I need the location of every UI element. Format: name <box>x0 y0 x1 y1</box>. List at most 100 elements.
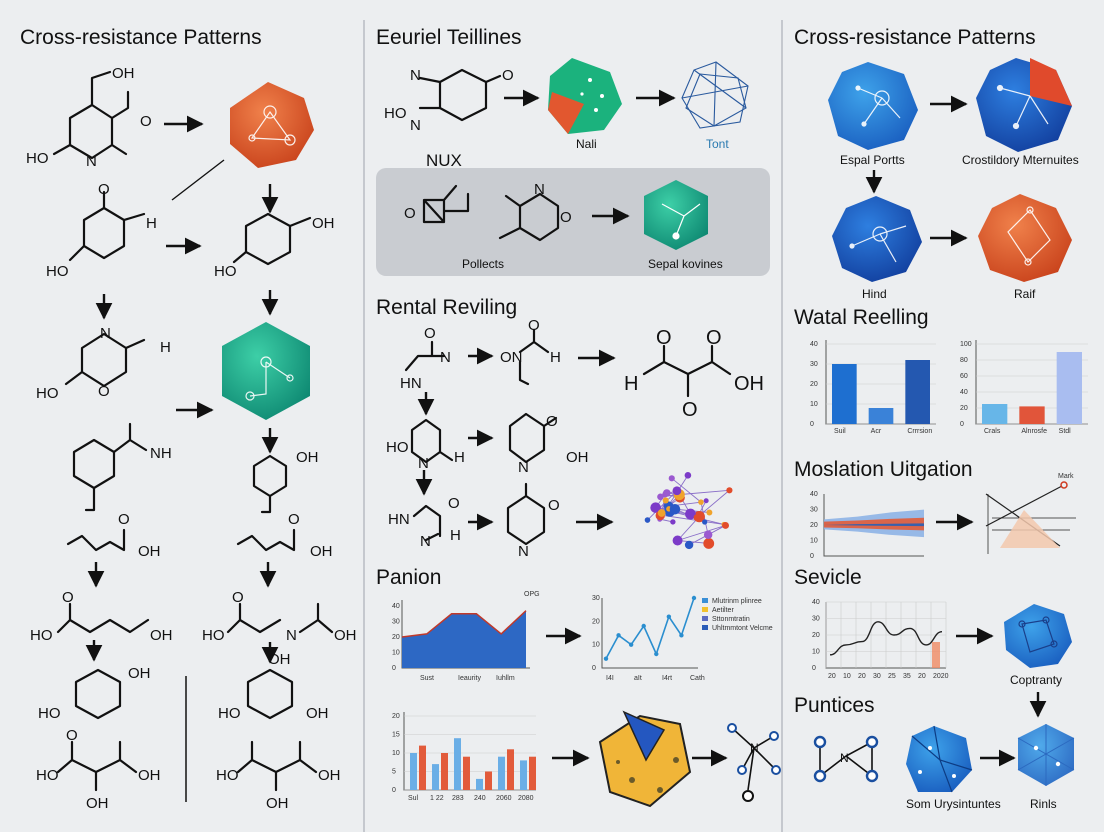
mol14-ho: HO <box>216 767 239 784</box>
network-node <box>703 538 715 549</box>
rental-oh: OH <box>734 373 764 395</box>
network-node <box>684 540 694 550</box>
y-tick-label: 20 <box>812 632 820 639</box>
y-tick-label: 20 <box>810 381 818 388</box>
nali-caption: Nali <box>576 137 597 151</box>
data-point <box>628 642 634 647</box>
rinls-caption: Rinls <box>1030 797 1057 811</box>
left-molecule-6: OH <box>252 449 319 514</box>
tont-caption: Tont <box>706 137 729 151</box>
raif-caption: Raif <box>1014 287 1036 301</box>
mark-label: Mark <box>1058 473 1074 480</box>
coptranty-caption: Coptranty <box>1010 673 1062 687</box>
mol2-ho: HO <box>46 263 69 280</box>
network-node <box>693 513 701 522</box>
x-tick-label: 10 <box>843 673 851 680</box>
box-left-caption: Pollects <box>462 257 504 271</box>
rental-n5: N <box>518 543 529 560</box>
network-node <box>672 535 683 546</box>
y-tick-label: 40 <box>810 491 818 498</box>
network-node <box>685 508 696 520</box>
left-molecule-13: O OH HO OH <box>36 727 161 812</box>
x-tick-label: 20 <box>858 673 866 680</box>
y-tick-label: 10 <box>810 538 818 545</box>
rental-o5: O <box>682 399 698 421</box>
left-molecule-5: NH <box>72 422 172 512</box>
legend-swatch <box>702 625 708 630</box>
y-tick-label: 60 <box>960 373 968 380</box>
mol13-oh: OH <box>138 767 161 784</box>
mol5-o: NH <box>150 445 172 462</box>
mol1-ho: HO <box>26 150 49 167</box>
series-line <box>605 597 695 660</box>
mol10-oh: OH <box>334 627 357 644</box>
x-tick-label: Crrrsion <box>907 428 932 435</box>
left-title: Cross-resistance Patterns <box>20 26 262 49</box>
y-tick-label: 30 <box>812 616 820 623</box>
x-tick-label: 20 <box>828 673 836 680</box>
mol4-n: N <box>100 325 111 342</box>
x-tick-label: 25 <box>888 673 896 680</box>
mol14-oh: OH <box>318 767 341 784</box>
nux-label: NUX <box>426 151 462 170</box>
rental-hn: HN <box>400 375 422 392</box>
x-tick-label: Sul <box>408 795 419 802</box>
bar <box>520 760 527 790</box>
y-tick-label: 20 <box>392 713 400 720</box>
tont-wireframe-icon <box>681 61 749 129</box>
mol1-o: O <box>140 113 152 130</box>
rental-molecule-3: H O O OH O <box>624 327 764 421</box>
x-tick-label: Crals <box>984 428 1001 435</box>
mol14-oh2: OH <box>266 795 289 812</box>
bar <box>476 778 483 790</box>
y-tick-label: 0 <box>810 553 814 560</box>
rental-hn2: HN <box>388 511 410 528</box>
rental-n1: N <box>440 349 451 366</box>
rental-h4: H <box>450 527 461 544</box>
sevicle-title: Sevicle <box>794 566 862 589</box>
y-tick-label: 30 <box>810 507 818 514</box>
network-node <box>672 486 682 496</box>
network-node <box>703 530 713 540</box>
mol12-oh: OH <box>268 651 291 668</box>
rental-o1: O <box>424 325 436 342</box>
rental-molecule-6: HN N H O <box>388 495 461 550</box>
rental-molecule-5: O N OH <box>508 412 589 476</box>
x-tick-label: Stdl <box>1059 428 1072 435</box>
box-o: O <box>560 209 572 226</box>
puntices-graph-node: N <box>813 735 879 783</box>
y-tick-label: 10 <box>810 401 818 408</box>
rental-title: Rental Reviling <box>376 296 517 319</box>
data-point <box>666 614 672 619</box>
bar <box>1019 406 1045 424</box>
espal-caption: Espal Portts <box>840 153 905 167</box>
puntices-title: Puntices <box>794 694 875 717</box>
network-node <box>698 499 704 505</box>
x-tick-label: 1 22 <box>430 795 444 802</box>
network-node <box>726 487 733 494</box>
panion-title: Panion <box>376 566 441 589</box>
network-node <box>669 503 681 515</box>
mol13-oh2: OH <box>86 795 109 812</box>
rental-molecule-2: ON O H <box>500 317 561 386</box>
y-tick-label: 0 <box>960 421 964 428</box>
y-tick-label: 40 <box>812 599 820 606</box>
bar <box>982 404 1008 424</box>
x-tick-label: 35 <box>903 673 911 680</box>
mol13-ho: HO <box>36 767 59 784</box>
mol11-ho: HO <box>38 705 61 722</box>
rental-molecule-7: O N <box>506 482 560 560</box>
x-tick-label: 30 <box>873 673 881 680</box>
mid-o1: O <box>502 67 514 84</box>
legend-label: Sttonmtratin <box>712 616 750 623</box>
y-tick-label: 30 <box>810 361 818 368</box>
bar <box>507 749 514 790</box>
y-tick-label: 20 <box>592 618 600 625</box>
coptranty-cube-node <box>1004 604 1072 668</box>
mol9-oh: OH <box>150 627 173 644</box>
bar <box>529 756 536 790</box>
